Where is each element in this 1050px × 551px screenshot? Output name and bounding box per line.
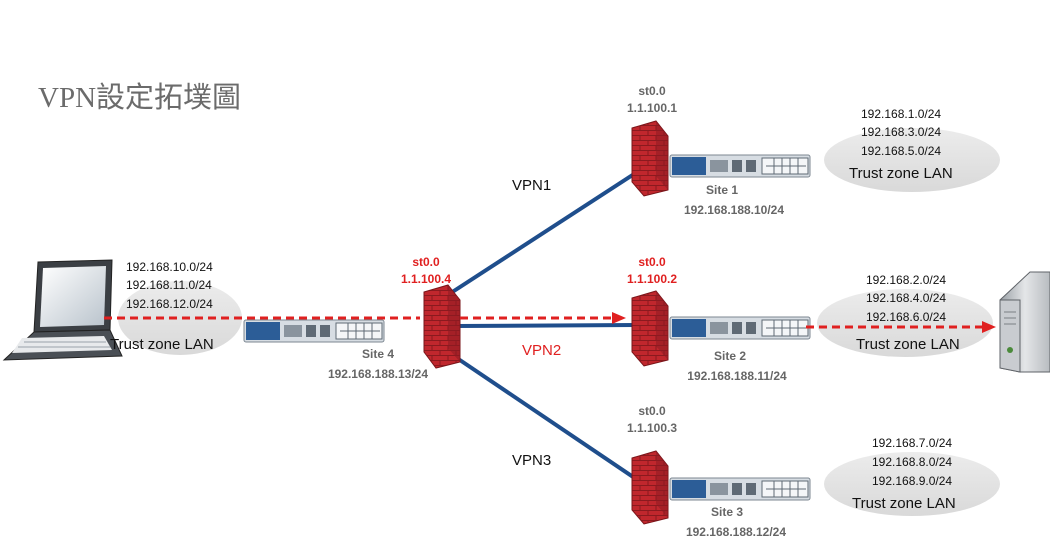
site2-site-label: Site 2 bbox=[714, 349, 746, 363]
diagram-title: VPN設定拓墣圖 bbox=[38, 81, 241, 114]
site2-ip-label: 1.1.100.2 bbox=[627, 272, 677, 286]
hub-router-icon bbox=[243, 319, 385, 343]
site2-mgmt-label: 192.168.188.11/24 bbox=[687, 369, 787, 383]
site3-firewall-icon bbox=[631, 450, 669, 525]
site3-tunnel-label: st0.0 bbox=[638, 404, 666, 418]
site3-mgmt-label: 192.168.188.12/24 bbox=[686, 525, 786, 539]
site1-router-icon bbox=[669, 154, 811, 178]
site3-site-label: Site 3 bbox=[711, 505, 743, 519]
server-icon bbox=[999, 271, 1050, 373]
hub-ip-label: 1.1.100.4 bbox=[401, 272, 451, 286]
site2-subnet: 192.168.2.0/24 bbox=[866, 273, 946, 287]
traffic-arrowhead bbox=[982, 321, 996, 333]
site3-router-icon bbox=[669, 477, 811, 501]
site3-lan-label: Trust zone LAN bbox=[852, 495, 956, 512]
vpn2-tunnel bbox=[455, 323, 641, 328]
site3-subnet: 192.168.8.0/24 bbox=[872, 455, 952, 469]
hub-subnet: 192.168.12.0/24 bbox=[126, 297, 213, 311]
site2-lan-label: Trust zone LAN bbox=[856, 336, 960, 353]
site2-router-icon bbox=[669, 316, 811, 340]
site1-ip-label: 1.1.100.1 bbox=[627, 101, 677, 115]
laptop-icon bbox=[2, 259, 123, 361]
site3-subnet: 192.168.9.0/24 bbox=[872, 474, 952, 488]
site1-lan-cloud bbox=[824, 128, 1000, 192]
site1-lan-label: Trust zone LAN bbox=[849, 165, 953, 182]
site3-subnet: 192.168.7.0/24 bbox=[872, 436, 952, 450]
vpn3-tunnel bbox=[443, 348, 650, 489]
hub-mgmt-label: 192.168.188.13/24 bbox=[328, 367, 428, 381]
site1-subnet: 192.168.3.0/24 bbox=[861, 125, 941, 139]
site2-tunnel-label: st0.0 bbox=[638, 255, 666, 269]
hub-lan-cloud bbox=[118, 281, 242, 355]
hub-subnet: 192.168.11.0/24 bbox=[126, 278, 212, 292]
site3-ip-label: 1.1.100.3 bbox=[627, 421, 677, 435]
site1-site-label: Site 1 bbox=[706, 183, 738, 197]
site2-lan-cloud bbox=[817, 289, 993, 357]
vpn2-label: VPN2 bbox=[522, 342, 561, 359]
hub-firewall-icon bbox=[423, 284, 461, 369]
vpn1-label: VPN1 bbox=[512, 177, 551, 194]
site2-subnet: 192.168.6.0/24 bbox=[866, 310, 946, 324]
site1-mgmt-label: 192.168.188.10/24 bbox=[684, 203, 784, 217]
site1-firewall-icon bbox=[631, 120, 669, 197]
site2-firewall-icon bbox=[631, 290, 669, 367]
site2-subnet: 192.168.4.0/24 bbox=[866, 291, 946, 305]
vpn3-label: VPN3 bbox=[512, 452, 551, 469]
site3-lan-cloud bbox=[824, 452, 1000, 516]
site1-subnet: 192.168.1.0/24 bbox=[861, 107, 941, 121]
site1-tunnel-label: st0.0 bbox=[638, 84, 666, 98]
hub-subnet: 192.168.10.0/24 bbox=[126, 260, 213, 274]
vpn1-tunnel bbox=[438, 163, 650, 302]
site1-subnet: 192.168.5.0/24 bbox=[861, 144, 941, 158]
hub-site-label: Site 4 bbox=[362, 347, 394, 361]
traffic-arrowhead bbox=[612, 312, 626, 324]
hub-lan-label: Trust zone LAN bbox=[110, 336, 214, 353]
hub-tunnel-label: st0.0 bbox=[412, 255, 440, 269]
